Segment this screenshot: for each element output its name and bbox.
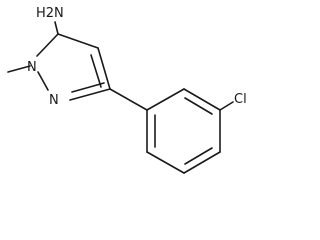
- bond-c3-n2-inner: [71, 82, 105, 93]
- bond-c3-phenyl: [109, 88, 148, 111]
- bond-c3-n2-outer: [69, 88, 111, 101]
- bond-c4-c3-inner: [90, 54, 102, 88]
- bond-ph-2: [183, 88, 221, 111]
- bond-ph-inner-1: [184, 97, 213, 115]
- bond-ph-inner-2: [184, 147, 213, 165]
- bond-c5-c4: [57, 33, 99, 49]
- amine-label: H2N: [36, 6, 64, 21]
- bond-ph-5: [146, 151, 185, 174]
- bond-c4-c3-outer: [97, 47, 111, 90]
- bond-ph-4: [183, 151, 221, 174]
- chlorine-label: Cl: [234, 92, 247, 107]
- bond-c5-nh2: [54, 21, 59, 35]
- bond-n2-n1: [37, 71, 49, 91]
- bond-ph-cl: [219, 101, 234, 111]
- bond-c5-n1: [36, 33, 59, 57]
- n-methyl-label: N: [27, 60, 37, 75]
- chemical-structure: H2N N N Cl: [7, 6, 247, 174]
- bond-ph-1: [146, 88, 185, 111]
- bond-n1-methyl: [7, 65, 31, 73]
- n-ring-label: N: [49, 93, 59, 108]
